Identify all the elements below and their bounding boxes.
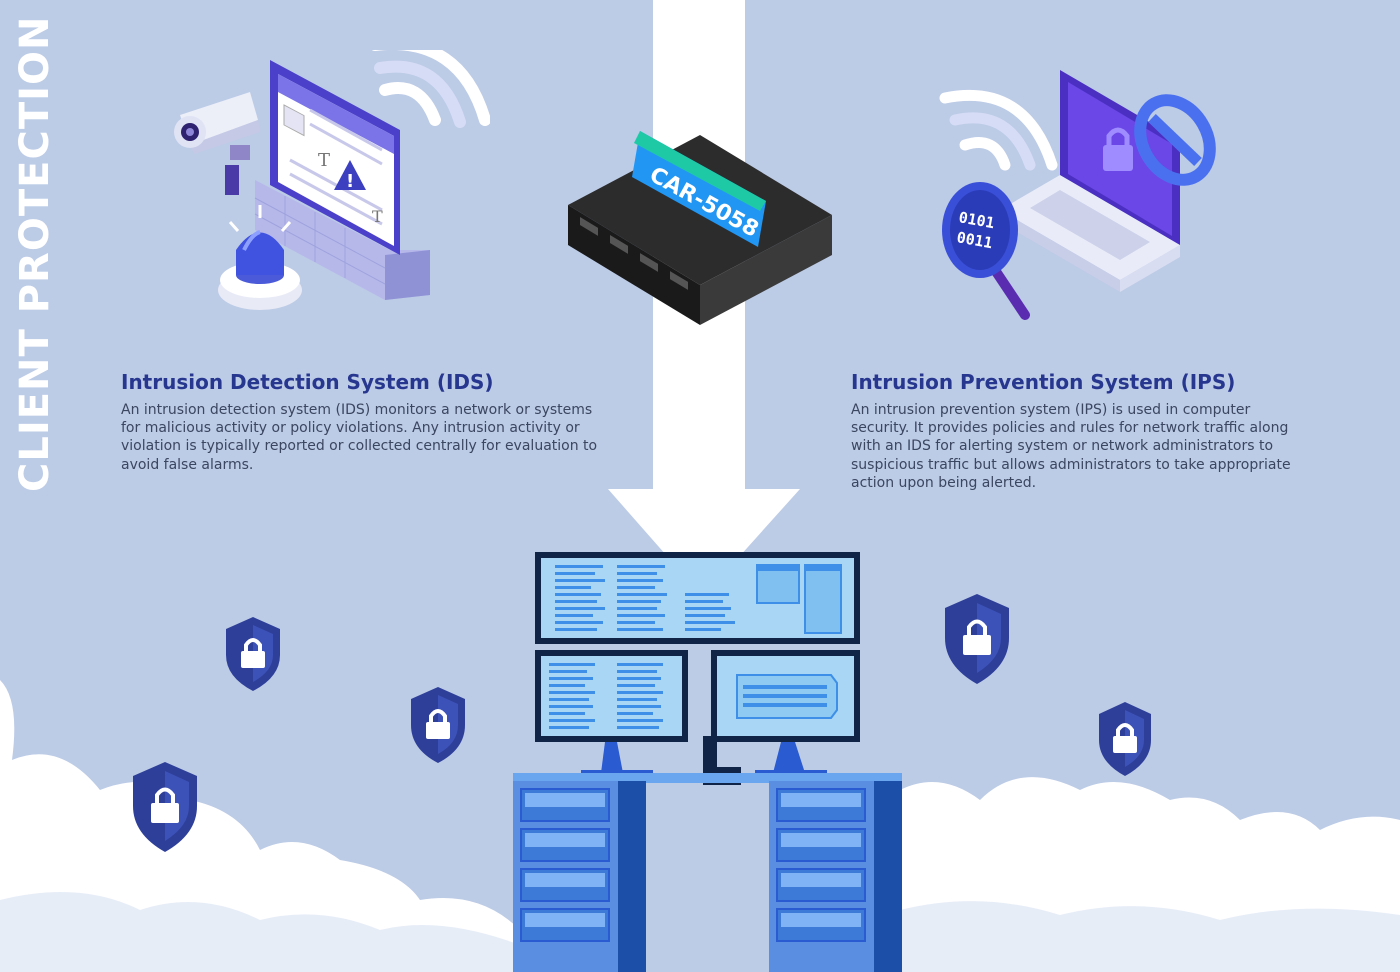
shield-lock-icon	[945, 594, 1009, 684]
right-monitor	[711, 650, 860, 775]
wifi-icon	[939, 89, 1058, 171]
ids-description: An intrusion detection system (IDS) moni…	[121, 402, 598, 473]
lock-icon	[1103, 127, 1133, 171]
shield-lock-icon	[133, 762, 197, 852]
ids-illustration: T T !	[174, 50, 490, 310]
shield-lock-icon	[226, 617, 280, 691]
ips-illustration: 0101 0011	[939, 70, 1216, 320]
workstation	[513, 552, 902, 972]
text-glyph: T	[318, 150, 330, 171]
warning-icon: !	[334, 160, 366, 192]
binary-line-2: 0011	[955, 228, 994, 252]
ids-title: Intrusion Detection System (IDS)	[121, 370, 494, 394]
ips-description: An intrusion prevention system (IPS) is …	[851, 402, 1291, 491]
appliance-device: CAR-5058	[568, 131, 832, 325]
ips-title: Intrusion Prevention System (IPS)	[851, 370, 1236, 394]
shield-lock-icon	[1099, 702, 1151, 776]
brick-stand	[254, 180, 430, 300]
svg-text:!: !	[346, 171, 354, 192]
left-monitor	[535, 650, 688, 775]
monitor-screen: T T	[270, 60, 400, 255]
wifi-icon	[371, 50, 490, 128]
magnifier-icon: 0101 0011	[942, 182, 1030, 320]
alarm-light-icon	[218, 205, 302, 310]
vertical-title: CLIENT PROTECTION	[12, 15, 58, 492]
top-monitor	[535, 552, 860, 644]
shield-lock-icon	[411, 687, 465, 763]
text-glyph: T	[372, 207, 383, 226]
prohibited-icon	[1134, 94, 1216, 186]
binary-line-1: 0101	[957, 208, 996, 232]
desk	[513, 773, 902, 972]
cctv-camera-icon	[174, 92, 260, 195]
